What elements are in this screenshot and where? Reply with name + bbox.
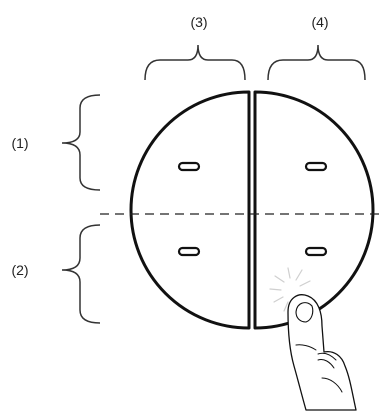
indicator-bottom-left bbox=[177, 246, 201, 257]
brace-region-2 bbox=[61, 224, 101, 324]
brace-region-4 bbox=[267, 44, 366, 81]
left-half-panel[interactable] bbox=[129, 90, 251, 330]
indicator-top-right bbox=[304, 161, 328, 172]
label-region-4: (4) bbox=[311, 14, 328, 30]
brace-region-1 bbox=[61, 94, 101, 191]
indicator-bottom-right bbox=[304, 246, 328, 257]
indicator-top-left bbox=[177, 161, 201, 172]
label-region-2: (2) bbox=[11, 262, 28, 278]
label-region-3: (3) bbox=[190, 14, 207, 30]
pointing-finger-icon bbox=[287, 294, 357, 411]
tap-ripple-icon bbox=[269, 267, 311, 312]
label-region-1: (1) bbox=[11, 135, 28, 151]
right-half-panel[interactable] bbox=[253, 90, 375, 330]
brace-region-3 bbox=[144, 44, 246, 81]
